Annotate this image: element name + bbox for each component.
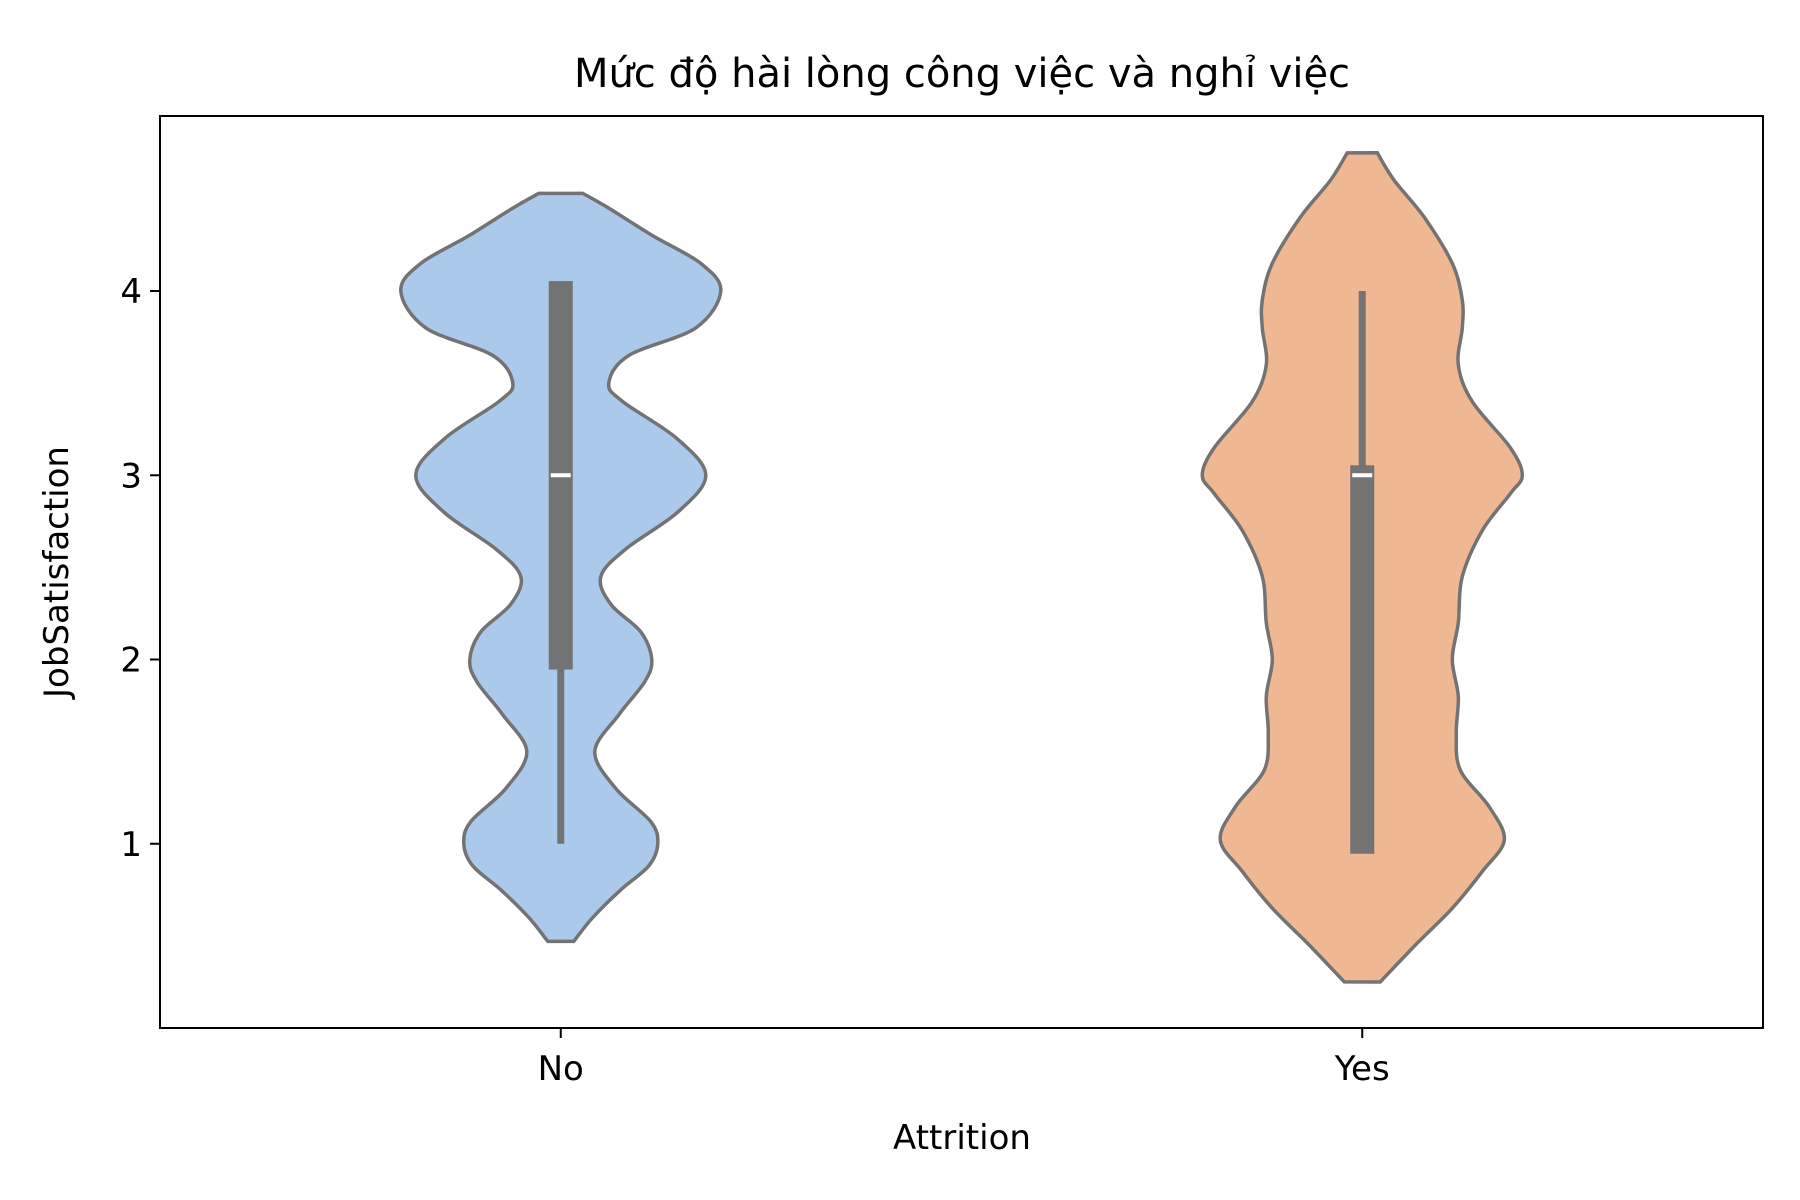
x-tick-label-no: No: [538, 1049, 584, 1089]
chart-title: Mức độ hài lòng công việc và nghỉ việc: [574, 51, 1350, 97]
x-axis-label: Attrition: [893, 1118, 1031, 1158]
y-axis-label: JobSatisfaction: [37, 446, 77, 700]
violins-layer: [399, 151, 1525, 984]
y-tick-label: 2: [120, 641, 142, 681]
x-axis: No Yes: [538, 1028, 1390, 1089]
y-tick-label: 4: [120, 272, 142, 312]
y-tick-label: 1: [120, 825, 142, 865]
y-axis: 1 2 3 4: [120, 272, 160, 865]
iqr-box-yes: [1350, 465, 1375, 854]
x-tick-label-yes: Yes: [1334, 1049, 1390, 1089]
y-tick-label: 3: [120, 456, 142, 496]
plot-frame: [159, 115, 1764, 1029]
